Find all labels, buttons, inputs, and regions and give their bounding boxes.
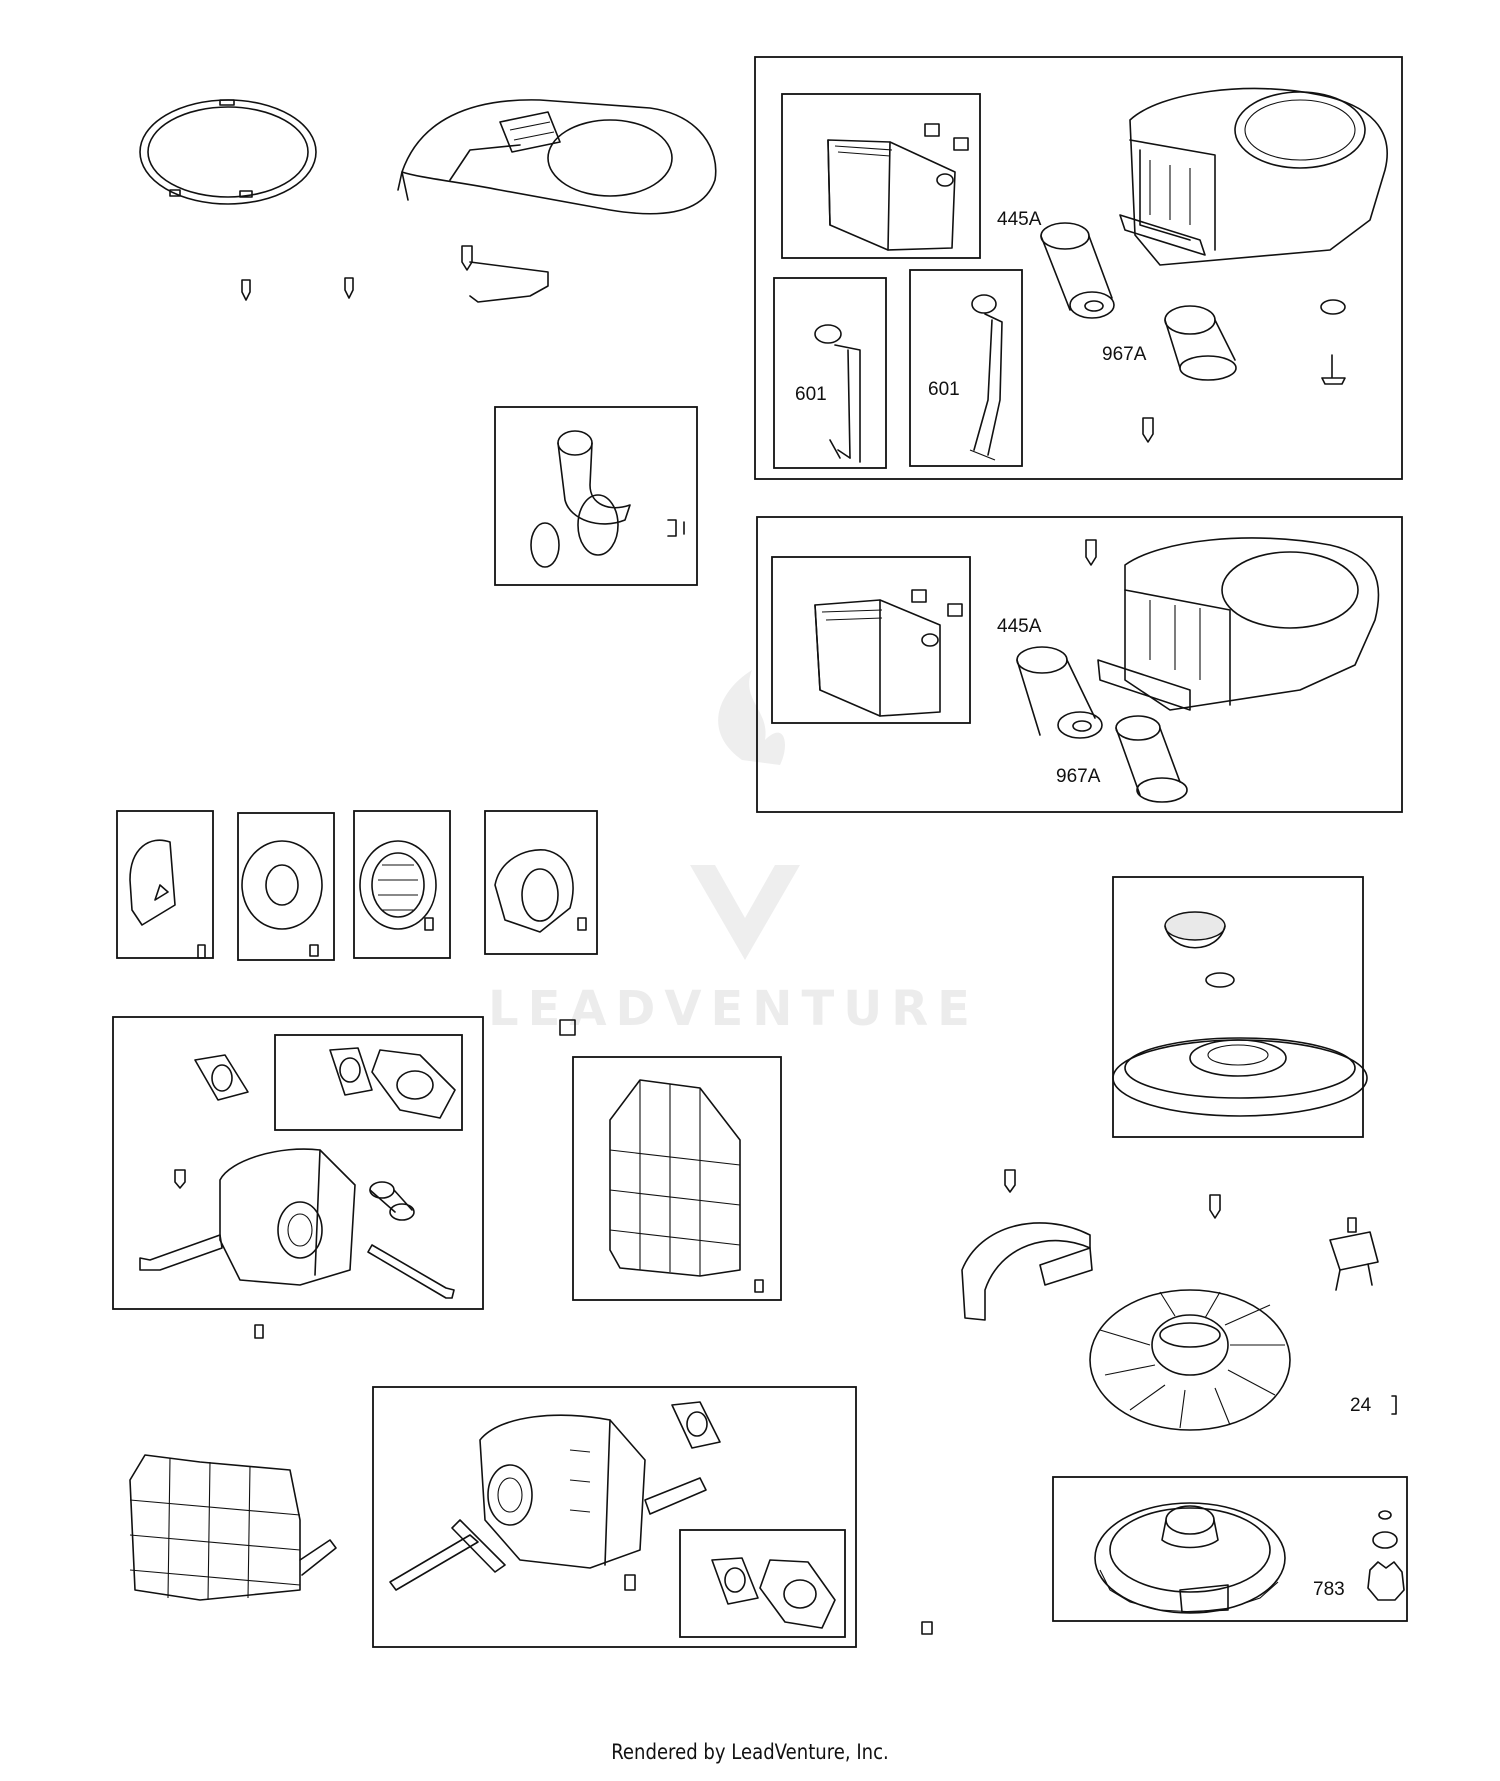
primer-line-left: 601	[795, 324, 861, 463]
exhaust-gaskets-2	[671, 1401, 836, 1629]
muffler-guard-1	[129, 839, 206, 959]
muffler-2	[389, 1414, 707, 1591]
pre-cleaner-mid: 967A	[1056, 715, 1188, 803]
primer-line-right: 601	[928, 294, 1003, 461]
part-label-601-left: 601	[795, 384, 827, 405]
muffler-kit-box-2	[372, 1386, 857, 1648]
air-filter-cover-box-top	[781, 93, 981, 259]
part-label-601-right: 601	[928, 379, 960, 400]
blower-housing-mid	[1085, 537, 1380, 711]
muffler-guard-box-2	[237, 812, 335, 961]
primer-line-box-right	[909, 269, 1023, 467]
muffler-guard-3	[359, 840, 437, 931]
fan-and-cover	[961, 1169, 1291, 1431]
intake-elbow	[530, 430, 685, 568]
leadventure-logo-watermark: LEADVENTURE	[488, 670, 979, 1037]
muffler-guard-box-4	[484, 810, 598, 955]
muffler-guard-box-1	[116, 810, 214, 959]
screws-top-left	[241, 245, 549, 303]
muffler-guard-cage-box	[572, 1056, 782, 1301]
part-label-967a-top: 967A	[1102, 344, 1147, 365]
exhaust-gasket-box-1	[274, 1034, 463, 1131]
elbow-kit-box	[494, 406, 698, 586]
air-filter-cartridge-top: 445A	[997, 209, 1115, 319]
part-label-967a-mid: 967A	[1056, 766, 1101, 787]
key-icon	[1391, 1395, 1397, 1415]
part-label-783: 783	[1313, 1579, 1345, 1600]
rotating-screen	[1112, 911, 1368, 1117]
exhaust-gaskets-1	[194, 1047, 456, 1119]
muffler-guard-box-3	[353, 810, 451, 959]
blower-housing-shroud	[397, 99, 717, 215]
air-filter-cover-mid	[814, 589, 963, 717]
primer-line-box-left	[773, 277, 887, 469]
part-label-445a-mid: 445A	[997, 616, 1042, 637]
screw-muffler-1	[254, 1324, 264, 1339]
part-label-445a-top: 445A	[997, 209, 1042, 230]
hardware-top-right	[1142, 299, 1346, 443]
muffler-kit-box-1	[112, 1016, 484, 1310]
flywheel: 783	[1094, 1502, 1405, 1614]
muffler-1	[139, 1148, 455, 1299]
air-filter-cartridge-mid: 445A	[997, 616, 1103, 739]
rotating-screen-box	[1112, 876, 1364, 1138]
pre-cleaner-top: 967A	[1102, 305, 1237, 381]
flywheel-box	[1052, 1476, 1408, 1622]
ignition-coil	[1329, 1217, 1379, 1291]
blower-housing-top	[1119, 87, 1388, 266]
muffler-guard-4	[494, 849, 587, 933]
blower-housing-kit-box-top	[754, 56, 1403, 480]
blower-housing-ring	[139, 99, 317, 205]
muffler-guard-cage-bottom	[129, 1454, 337, 1601]
muffler-guard-cage	[559, 1019, 764, 1293]
muffler-guard-2	[241, 840, 323, 957]
watermark-text: LEADVENTURE	[488, 981, 979, 1037]
part-label-24: 24	[1350, 1395, 1372, 1416]
exhaust-gasket-box-2	[679, 1529, 846, 1638]
footer-credit: Rendered by LeadVenture, Inc.	[611, 1740, 889, 1764]
air-filter-cover-box-mid	[771, 556, 971, 724]
air-filter-cover-top	[827, 123, 969, 251]
screw-bottom-mid	[921, 1621, 933, 1635]
blower-housing-kit-box-mid	[756, 516, 1403, 813]
